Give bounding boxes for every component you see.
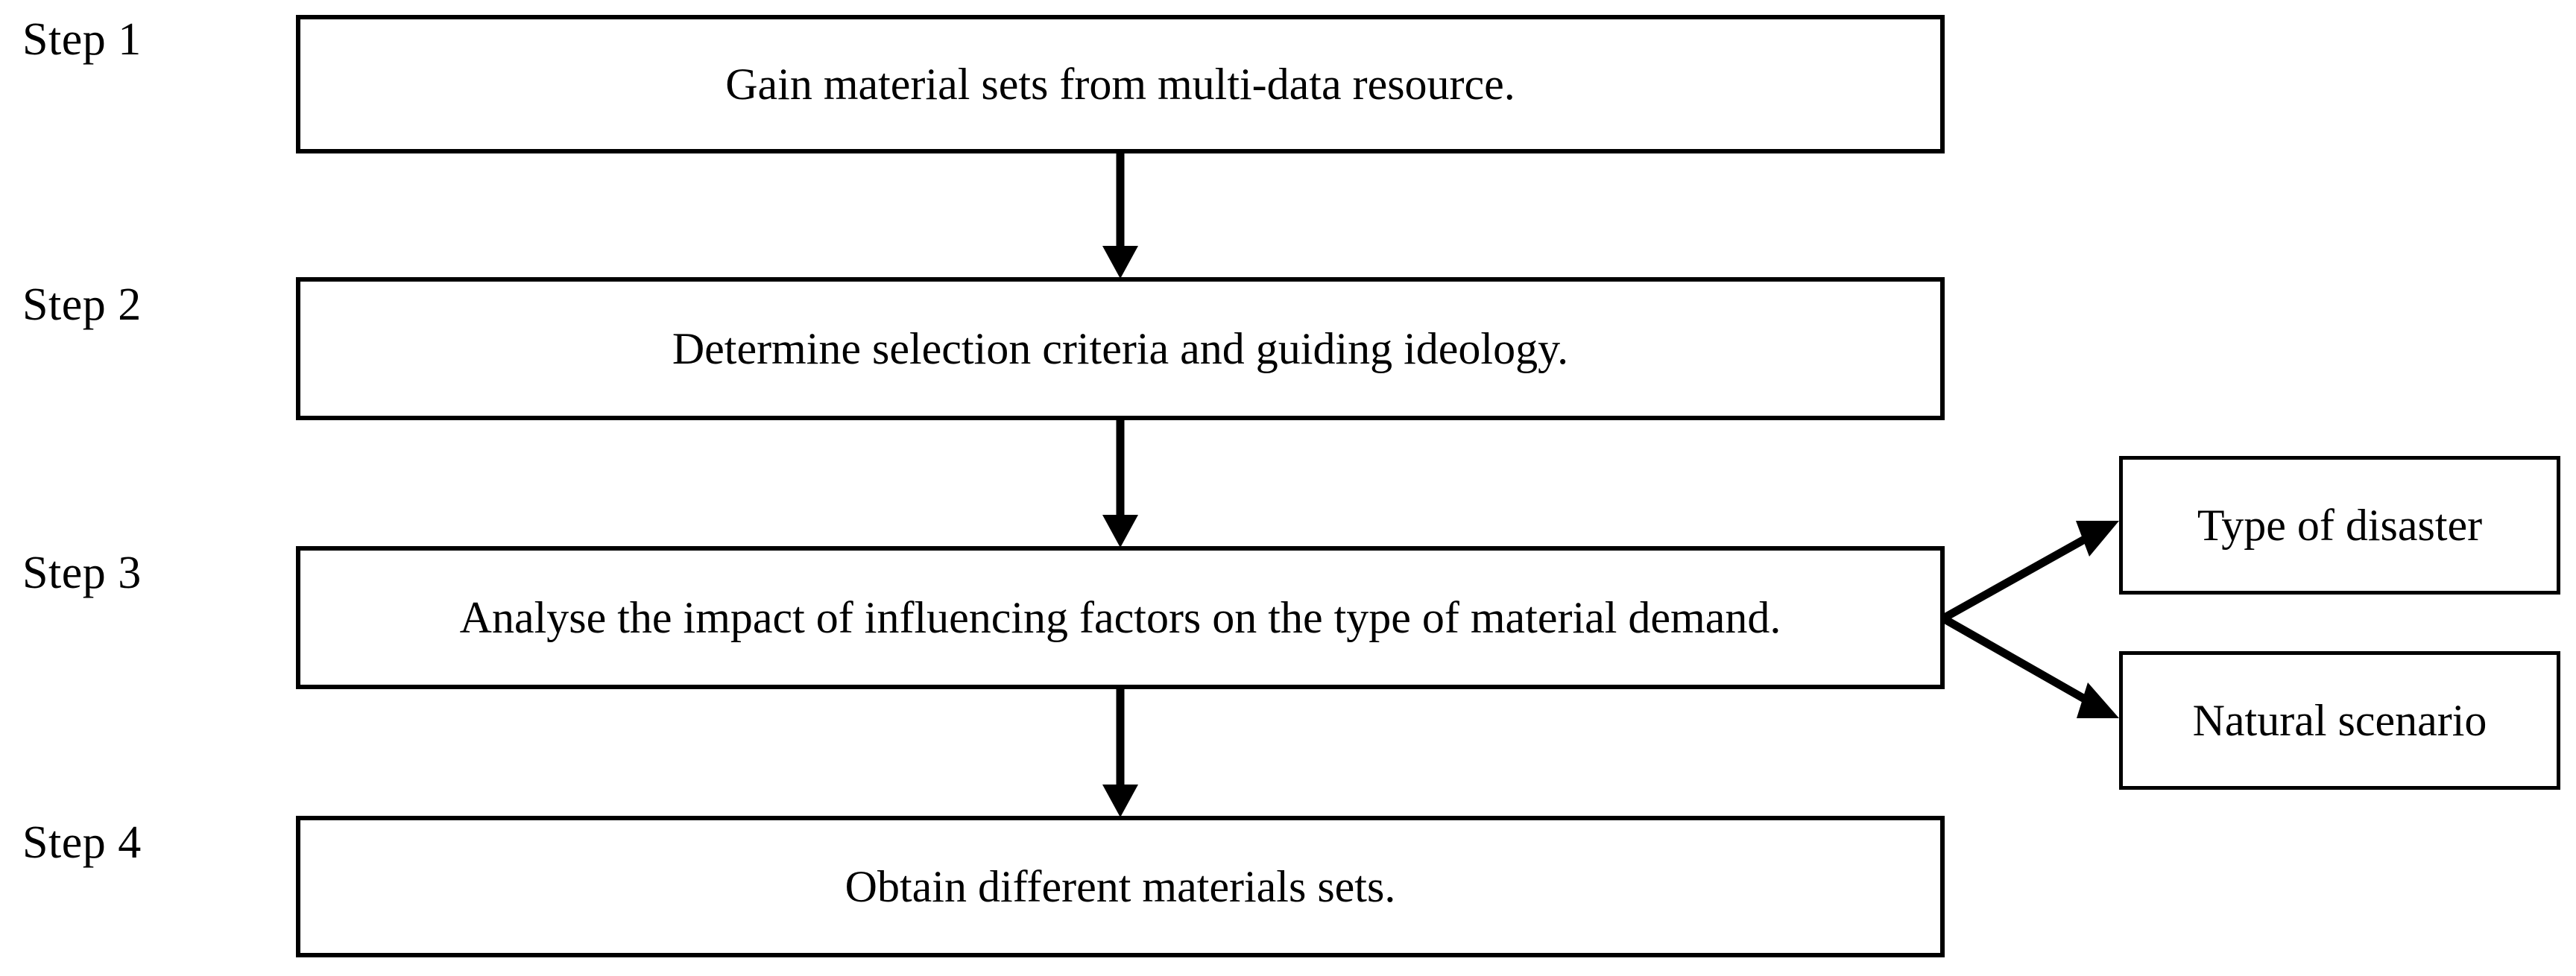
arrow-step2-to-step3 [1102, 420, 1138, 548]
branch-box-natural-scenario[interactable]: Natural scenario [2119, 651, 2560, 790]
step-box-4[interactable]: Obtain different materials sets. [296, 816, 1945, 957]
step-box-4-text: Obtain different materials sets. [845, 862, 1396, 911]
arrow-step3-to-natural-scenario [1941, 615, 2119, 718]
step-box-3-text: Analyse the impact of influencing factor… [459, 593, 1781, 642]
step-label-4: Step 4 [22, 817, 142, 868]
step-label-3: Step 3 [22, 548, 142, 598]
step-box-2[interactable]: Determine selection criteria and guiding… [296, 277, 1945, 420]
branch-box-type-of-disaster-text: Type of disaster [2197, 501, 2483, 550]
step-box-1-text: Gain material sets from multi-data resou… [725, 60, 1515, 109]
arrow-step3-to-type-of-disaster [1941, 521, 2119, 622]
step-box-3[interactable]: Analyse the impact of influencing factor… [296, 546, 1945, 689]
arrow-step3-to-step4 [1102, 689, 1138, 817]
step-box-2-text: Determine selection criteria and guiding… [672, 324, 1569, 373]
branch-box-natural-scenario-text: Natural scenario [2192, 696, 2487, 745]
branch-box-type-of-disaster[interactable]: Type of disaster [2119, 456, 2560, 595]
step-box-1[interactable]: Gain material sets from multi-data resou… [296, 15, 1945, 153]
arrow-step1-to-step2 [1102, 153, 1138, 279]
step-label-2: Step 2 [22, 279, 142, 330]
step-label-1: Step 1 [22, 14, 142, 65]
